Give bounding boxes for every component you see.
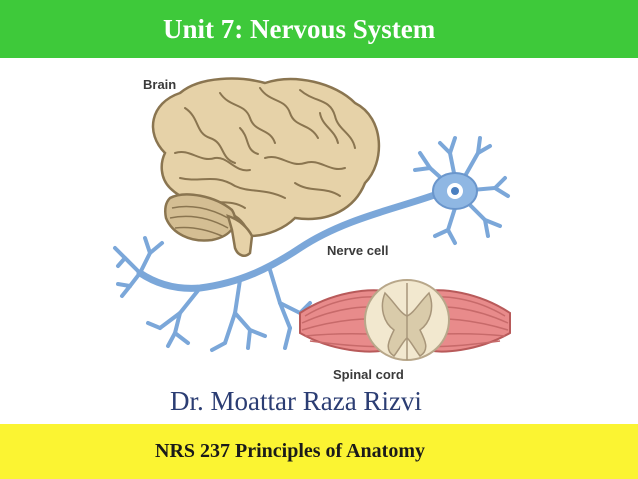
nerve-cell-label: Nerve cell [327, 243, 388, 258]
course-title: NRS 237 Principles of Anatomy [155, 440, 425, 462]
footer-bar: NRS 237 Principles of Anatomy [0, 424, 638, 479]
spinal-cord-illustration [299, 279, 511, 361]
spinal-cord-label: Spinal cord [333, 367, 404, 382]
nervous-system-illustration: Brain Nerve cell Spinal cord [113, 77, 511, 382]
brain-illustration [151, 77, 381, 257]
nervous-system-diagram: Brain Nerve cell Spinal cord [0, 58, 638, 388]
slide-title: Unit 7: Nervous System [163, 13, 436, 44]
brain-label: Brain [143, 77, 176, 92]
title-bar: Unit 7: Nervous System [0, 0, 638, 58]
nerve-cell-illustration [113, 136, 510, 352]
author-name: Dr. Moattar Raza Rizvi [170, 386, 422, 416]
